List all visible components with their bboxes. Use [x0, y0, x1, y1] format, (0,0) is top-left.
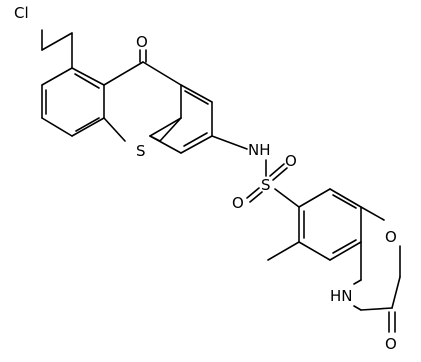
chlorine-label: Cl	[14, 4, 29, 22]
oxazinone-ring	[353, 206, 401, 311]
s-o-upper-bond-b	[269, 163, 285, 177]
s-aryl-bond	[274, 188, 300, 208]
sulfonamide-nh-label: NH	[248, 141, 271, 159]
s-o-lower-bond-a	[246, 187, 260, 199]
s-o-upper-bond-a	[272, 167, 288, 181]
methyl-bond	[267, 241, 300, 261]
lactam-oxygen-label: O	[385, 335, 397, 353]
ring-nh-label: HN	[330, 287, 353, 305]
ring-sulfur-label: S	[136, 142, 146, 160]
benzoxazine-benzene-ring	[298, 188, 362, 261]
s-o-lower-bond-b	[249, 191, 263, 203]
sulfonyl-oxygen-upper-label: O	[285, 152, 297, 170]
left-benzene-ring	[41, 32, 105, 137]
sulfonyl-oxygen-lower-label: O	[232, 194, 244, 212]
aryl-nh-bond	[211, 135, 248, 150]
ring-oxygen-label: O	[385, 228, 397, 246]
ketone-oxygen-label: O	[136, 33, 148, 51]
central-ring	[103, 61, 182, 142]
right-benzene-ring	[149, 84, 213, 154]
sulfonyl-sulfur-label: S	[261, 176, 271, 194]
